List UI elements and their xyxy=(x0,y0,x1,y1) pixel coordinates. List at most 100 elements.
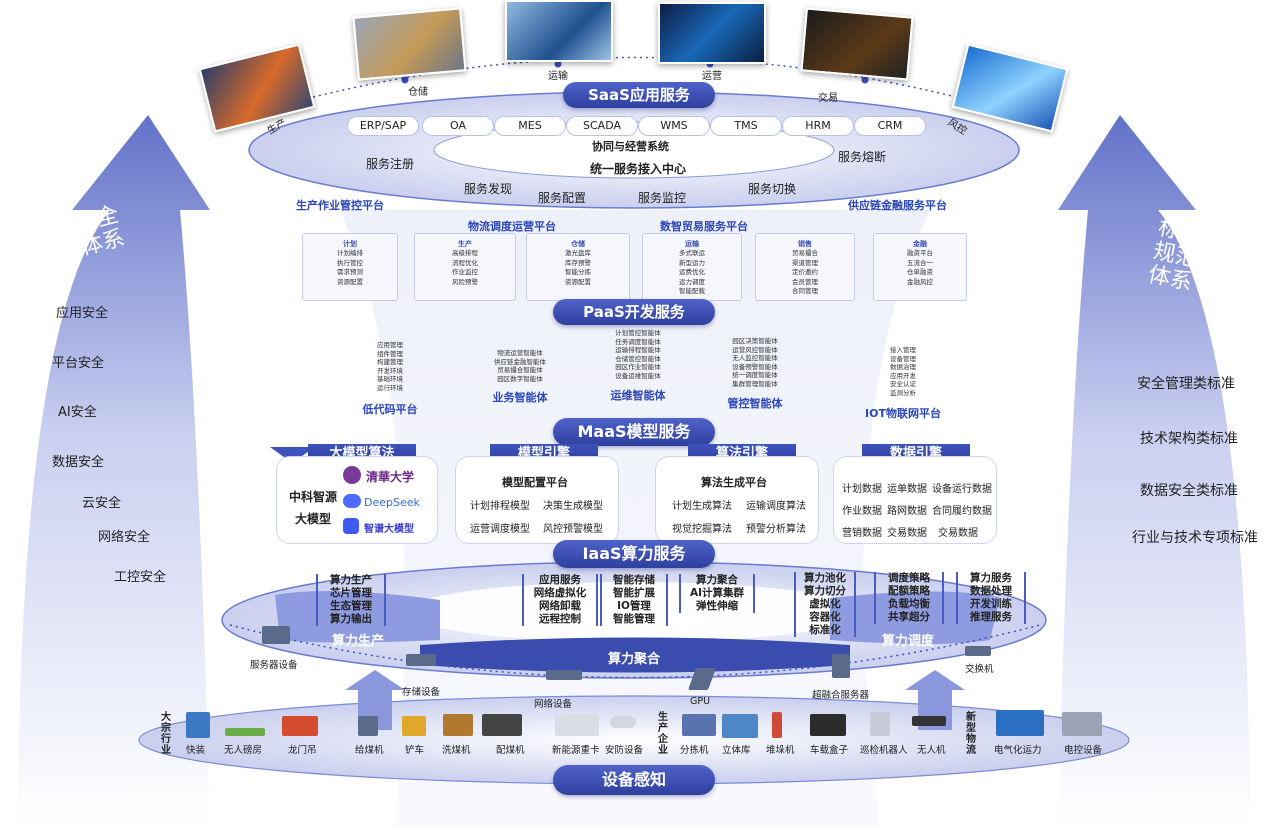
card-item: 合同管理 xyxy=(792,287,818,295)
hw-switch: 交换机 xyxy=(965,664,994,675)
platform-trade: 数智贸易服务平台 xyxy=(660,220,748,233)
device-label: 配煤机 xyxy=(496,745,525,756)
iaas-item: 智能存储 xyxy=(613,574,655,586)
agent-iot-name: IOT物联网平台 xyxy=(865,407,941,420)
scene-label-warehouse: 仓储 xyxy=(408,87,428,98)
agent-item: 仓储管控智能体 xyxy=(615,354,661,363)
agent-lowcode-name: 低代码平台 xyxy=(362,403,418,416)
agent-item: 任务调度智能体 xyxy=(615,337,661,346)
iaas-item: 芯片管理 xyxy=(330,587,372,599)
standard-item: 安全管理类标准 xyxy=(1137,376,1235,392)
loader-icon xyxy=(402,716,426,736)
scene-label-transport: 运输 xyxy=(548,71,568,82)
group-label: 新型物流 xyxy=(966,712,976,756)
iaas-item: 共享超分 xyxy=(888,611,930,623)
card-title: 运输 xyxy=(685,240,699,248)
operations-photo xyxy=(658,2,766,64)
security-item: 数据安全 xyxy=(52,455,105,470)
iaas-item: 配额策略 xyxy=(888,585,930,597)
iaas-box-storage: 智能存储 智能扩展 IO管理 智能管理 xyxy=(600,574,668,626)
iaas-box-pooling: 算力池化 算力切分 虚拟化 容器化 标准化 xyxy=(794,572,856,637)
device-label: 快装 xyxy=(186,745,206,756)
card-item: 多式联运 xyxy=(679,249,705,257)
security-item: 平台安全 xyxy=(52,356,105,371)
right-arrow-shape xyxy=(1058,115,1250,827)
agent-item: 数据治理 xyxy=(890,363,916,371)
agent-ops-items: 计划管控智能体 任务调度智能体 运输排程智能体 仓储管控智能体 园区作业智能体 … xyxy=(598,329,678,380)
system-tag-erp: ERP/SAP xyxy=(347,116,419,136)
algo-gen-platform: 算法生成平台 xyxy=(701,476,767,489)
card-transport: 运输 多式联运 新型运力 运费优化 运力调度 智能配载 xyxy=(642,233,742,301)
card-item: 智能配载 xyxy=(679,287,705,295)
card-item: 流程优化 xyxy=(452,258,478,267)
card-item: 新型运力 xyxy=(679,258,705,267)
iaas-item: 算力聚合 xyxy=(696,574,738,586)
agent-item: 监测分析 xyxy=(890,388,916,397)
iaas-title: IaaS算力服务 xyxy=(553,540,715,568)
scene-label-trading: 交易 xyxy=(818,93,838,104)
agent-item: 运行环境 xyxy=(377,383,403,392)
agent-item: 无人监控智能体 xyxy=(732,354,778,362)
coal-feeder-icon xyxy=(358,716,378,736)
card-item: 智能分拣 xyxy=(565,268,591,276)
card-production: 生产 高级排程 流程优化 作业监控 风险预警 xyxy=(414,233,516,301)
card-item: 需求预测 xyxy=(337,268,363,276)
agent-item: 设备管理 xyxy=(890,354,916,363)
security-item: AI安全 xyxy=(58,405,97,420)
model-item: 风控预警模型 xyxy=(543,524,603,535)
hw-server: 服务器设备 xyxy=(250,660,298,671)
card-item: 运力调度 xyxy=(679,277,705,286)
agent-lowcode-items: 应用管理 组件管理 构建管理 开发环境 基础环境 运行环境 xyxy=(355,341,425,392)
iaas-box-service: 算力服务 数据处理 开发训练 推理服务 xyxy=(956,572,1026,624)
hw-gpu: GPU xyxy=(690,696,711,707)
card-item: 仓单融资 xyxy=(907,268,933,276)
iaas-item: 算力服务 xyxy=(970,572,1012,584)
card-item: 高级排程 xyxy=(452,249,478,257)
agent-control-name: 管控智能体 xyxy=(727,397,783,410)
gantry-crane-icon xyxy=(282,716,318,736)
tsinghua-logo-text: 清華大学 xyxy=(366,470,415,484)
agent-business-items: 物流运营智能体 供应链金融智能体 贸易撮合智能体 园区数字智能体 xyxy=(480,349,560,383)
coal-washer-icon xyxy=(443,714,473,736)
group-bulk-industry: 大宗行业 xyxy=(160,712,172,756)
stacker-icon xyxy=(772,712,782,738)
data-item: 路网数据 xyxy=(887,506,927,517)
transport-photo xyxy=(505,0,613,62)
algo-item: 视觉挖掘算法 xyxy=(672,524,732,535)
standard-item: 数据安全类标准 xyxy=(1140,483,1238,499)
device-label: 车载盒子 xyxy=(810,745,849,756)
paas-title: PaaS开发服务 xyxy=(553,299,715,325)
system-tag-scada: SCADA xyxy=(566,116,638,136)
card-title: 计划 xyxy=(343,240,357,248)
algo-item: 计划生成算法 xyxy=(672,501,732,512)
iaas-item: 算力生产 xyxy=(330,574,372,586)
card-item: 会员管理 xyxy=(792,277,818,286)
device-label: 巡检机器人 xyxy=(860,745,908,756)
scene-label-operations: 运营 xyxy=(702,71,722,82)
iaas-item: 算力切分 xyxy=(804,585,846,597)
card-item: 资源配置 xyxy=(337,277,363,286)
hw-storage: 存储设备 xyxy=(402,687,441,698)
zone-aggregation: 算力聚合 xyxy=(608,652,661,667)
standard-title-text: 标准规范体系 xyxy=(1145,215,1205,296)
hw-hyperconverged: 超融合服务器 xyxy=(812,690,870,701)
device-label: 电控设备 xyxy=(1064,745,1103,756)
security-item: 应用安全 xyxy=(56,306,109,321)
device-label: 分拣机 xyxy=(680,745,709,756)
card-title: 仓储 xyxy=(571,240,585,248)
agent-item: 接入管理 xyxy=(890,346,916,354)
device-label: 堆垛机 xyxy=(766,745,795,756)
platform-logistics: 物流调度运营平台 xyxy=(468,220,556,233)
agent-item: 运营风控智能体 xyxy=(732,345,778,354)
group-manufacturer: 生产企业 xyxy=(657,712,669,756)
security-item: 云安全 xyxy=(82,496,122,511)
data-item: 合同履约数据 xyxy=(932,506,992,517)
card-item: 资源配置 xyxy=(565,277,591,286)
coal-blender-icon xyxy=(482,714,522,736)
trading-photo xyxy=(800,7,914,81)
agent-item: 运输排程智能体 xyxy=(615,346,661,354)
standard-system-title: 标准规范体系 xyxy=(1133,214,1216,299)
agent-item: 园区作业智能体 xyxy=(615,363,661,371)
card-title: 销售 xyxy=(798,240,812,248)
agent-item: 应用管理 xyxy=(377,341,403,349)
